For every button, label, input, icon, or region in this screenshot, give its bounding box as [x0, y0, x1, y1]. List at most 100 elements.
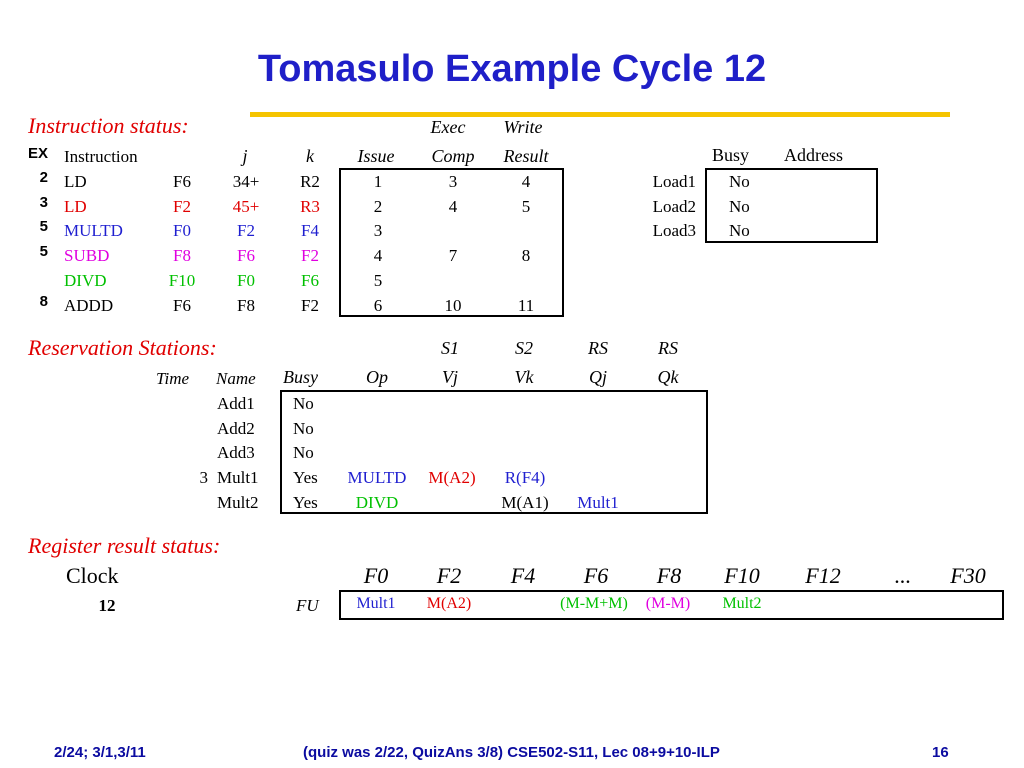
instruction-dest: F10 — [168, 270, 196, 290]
time-header: Time — [156, 369, 190, 388]
register-5-header: F10 — [724, 563, 760, 588]
rs-op: DIVD — [355, 492, 399, 512]
write-result-cycle: 5 — [521, 196, 531, 216]
exec-header: Exec — [430, 117, 466, 137]
write-result-cycle: 4 — [521, 172, 531, 191]
instruction-op: ADDD — [64, 295, 114, 315]
instruction-j: 45+ — [232, 196, 260, 216]
instruction-j: F6 — [237, 246, 255, 266]
qj-header: Qj — [589, 367, 607, 387]
issue-cycle: 3 — [373, 221, 383, 241]
write-result-cycle: 11 — [517, 295, 535, 315]
register-3-header: F6 — [583, 563, 609, 588]
rs-busy: No — [293, 394, 314, 413]
rs-busy: No — [293, 443, 314, 463]
register-4-header: F8 — [656, 563, 682, 588]
register-fu-value: (M-M) — [645, 595, 691, 612]
clock-value: 12 — [98, 596, 116, 615]
instruction-j: F8 — [237, 295, 255, 315]
instruction-j: 34+ — [232, 172, 260, 191]
load-buffer-busy: No — [729, 221, 750, 241]
register-fu-value: M(A2) — [426, 595, 472, 612]
rs-busy: Yes — [293, 468, 318, 488]
rs-name: Add1 — [217, 394, 255, 413]
instruction-k: R3 — [300, 196, 320, 216]
instruction-op: SUBD — [64, 246, 110, 266]
load-buffer-name: Load1 — [652, 172, 696, 191]
rs-vj: M(A2) — [428, 468, 476, 488]
issue-cycle: 1 — [373, 172, 383, 191]
rs-qk-top-header: RS — [658, 338, 678, 358]
comp-cycle: 3 — [448, 172, 458, 191]
footer-page-number: 16 — [932, 744, 949, 761]
instruction-dest: F2 — [173, 196, 191, 216]
load-buffer-busy: No — [729, 172, 750, 191]
load-busy-header: Busy — [712, 145, 750, 165]
instruction-dest: F6 — [173, 295, 191, 315]
ex-cycle: 3 — [39, 193, 48, 211]
instruction-status-box — [339, 168, 564, 317]
title-underline — [250, 112, 950, 117]
load-buffer-name: Load2 — [652, 196, 696, 216]
ex-cycle: 2 — [39, 169, 48, 186]
rs-vk: M(A1) — [501, 492, 549, 512]
footer-course: (quiz was 2/22, QuizAns 3/8) CSE502-S11,… — [303, 744, 720, 761]
comp-cycle: 7 — [448, 246, 458, 266]
qk-header: Qk — [657, 367, 679, 387]
instruction-op: LD — [64, 196, 87, 216]
register-fu-value: (M-M+M) — [560, 595, 628, 612]
rs-name: Mult2 — [217, 492, 259, 512]
busy-header: Busy — [283, 367, 318, 387]
ex-cycle: 5 — [39, 218, 48, 236]
clock-label: Clock — [66, 563, 119, 588]
instruction-k: F6 — [301, 270, 319, 290]
load-buffer-name: Load3 — [652, 221, 696, 241]
ex-cycle: 8 — [39, 292, 48, 310]
write-result-cycle: 8 — [521, 246, 531, 266]
instruction-k: F2 — [301, 295, 319, 315]
fu-label: FU — [296, 596, 319, 615]
op-header: Op — [366, 367, 388, 387]
page-title: Tomasulo Example Cycle 12 — [257, 48, 767, 90]
write-header: Write — [503, 117, 543, 137]
vk-header: Vk — [514, 367, 534, 387]
comp-cycle: 4 — [448, 196, 458, 216]
name-header: Name — [216, 369, 256, 388]
issue-header: Issue — [357, 146, 395, 166]
issue-cycle: 4 — [373, 246, 383, 266]
instruction-k: R2 — [300, 172, 320, 191]
rs-name: Mult1 — [217, 468, 259, 488]
register-fu-value: Mult2 — [722, 595, 762, 612]
register-fu-value: Mult1 — [356, 595, 396, 612]
reservation-stations-label: Reservation Stations: — [28, 335, 217, 360]
register-status-label: Register result status: — [28, 533, 221, 558]
rs-busy: No — [293, 418, 314, 438]
instruction-dest: F6 — [173, 172, 191, 191]
register-6-header: F12 — [805, 563, 841, 588]
rs-op: MULTD — [347, 468, 407, 488]
issue-cycle: 5 — [373, 270, 383, 290]
rs-time: 3 — [199, 468, 209, 488]
instruction-j: F0 — [237, 270, 255, 290]
register-1-header: F2 — [436, 563, 462, 588]
instruction-op: LD — [64, 172, 87, 191]
rs-vk: R(F4) — [504, 468, 546, 488]
rs-qj-top-header: RS — [588, 338, 608, 358]
j-header: j — [242, 146, 248, 166]
instruction-dest: F8 — [173, 246, 191, 266]
load-address-header: Address — [784, 145, 843, 165]
instruction-status-label: Instruction status: — [28, 113, 189, 138]
load-buffers-box — [705, 168, 878, 243]
s1-header: S1 — [441, 338, 459, 358]
ex-label: EX — [27, 145, 48, 162]
result-header: Result — [503, 146, 549, 166]
issue-cycle: 6 — [373, 295, 383, 315]
issue-cycle: 2 — [373, 196, 383, 216]
register-7-header: ... — [894, 563, 912, 588]
s2-header: S2 — [515, 338, 533, 358]
instruction-k: F2 — [301, 246, 319, 266]
register-2-header: F4 — [510, 563, 536, 588]
instruction-header: Instruction — [64, 147, 138, 166]
load-buffer-busy: No — [729, 196, 750, 216]
instruction-k: F4 — [301, 221, 319, 241]
